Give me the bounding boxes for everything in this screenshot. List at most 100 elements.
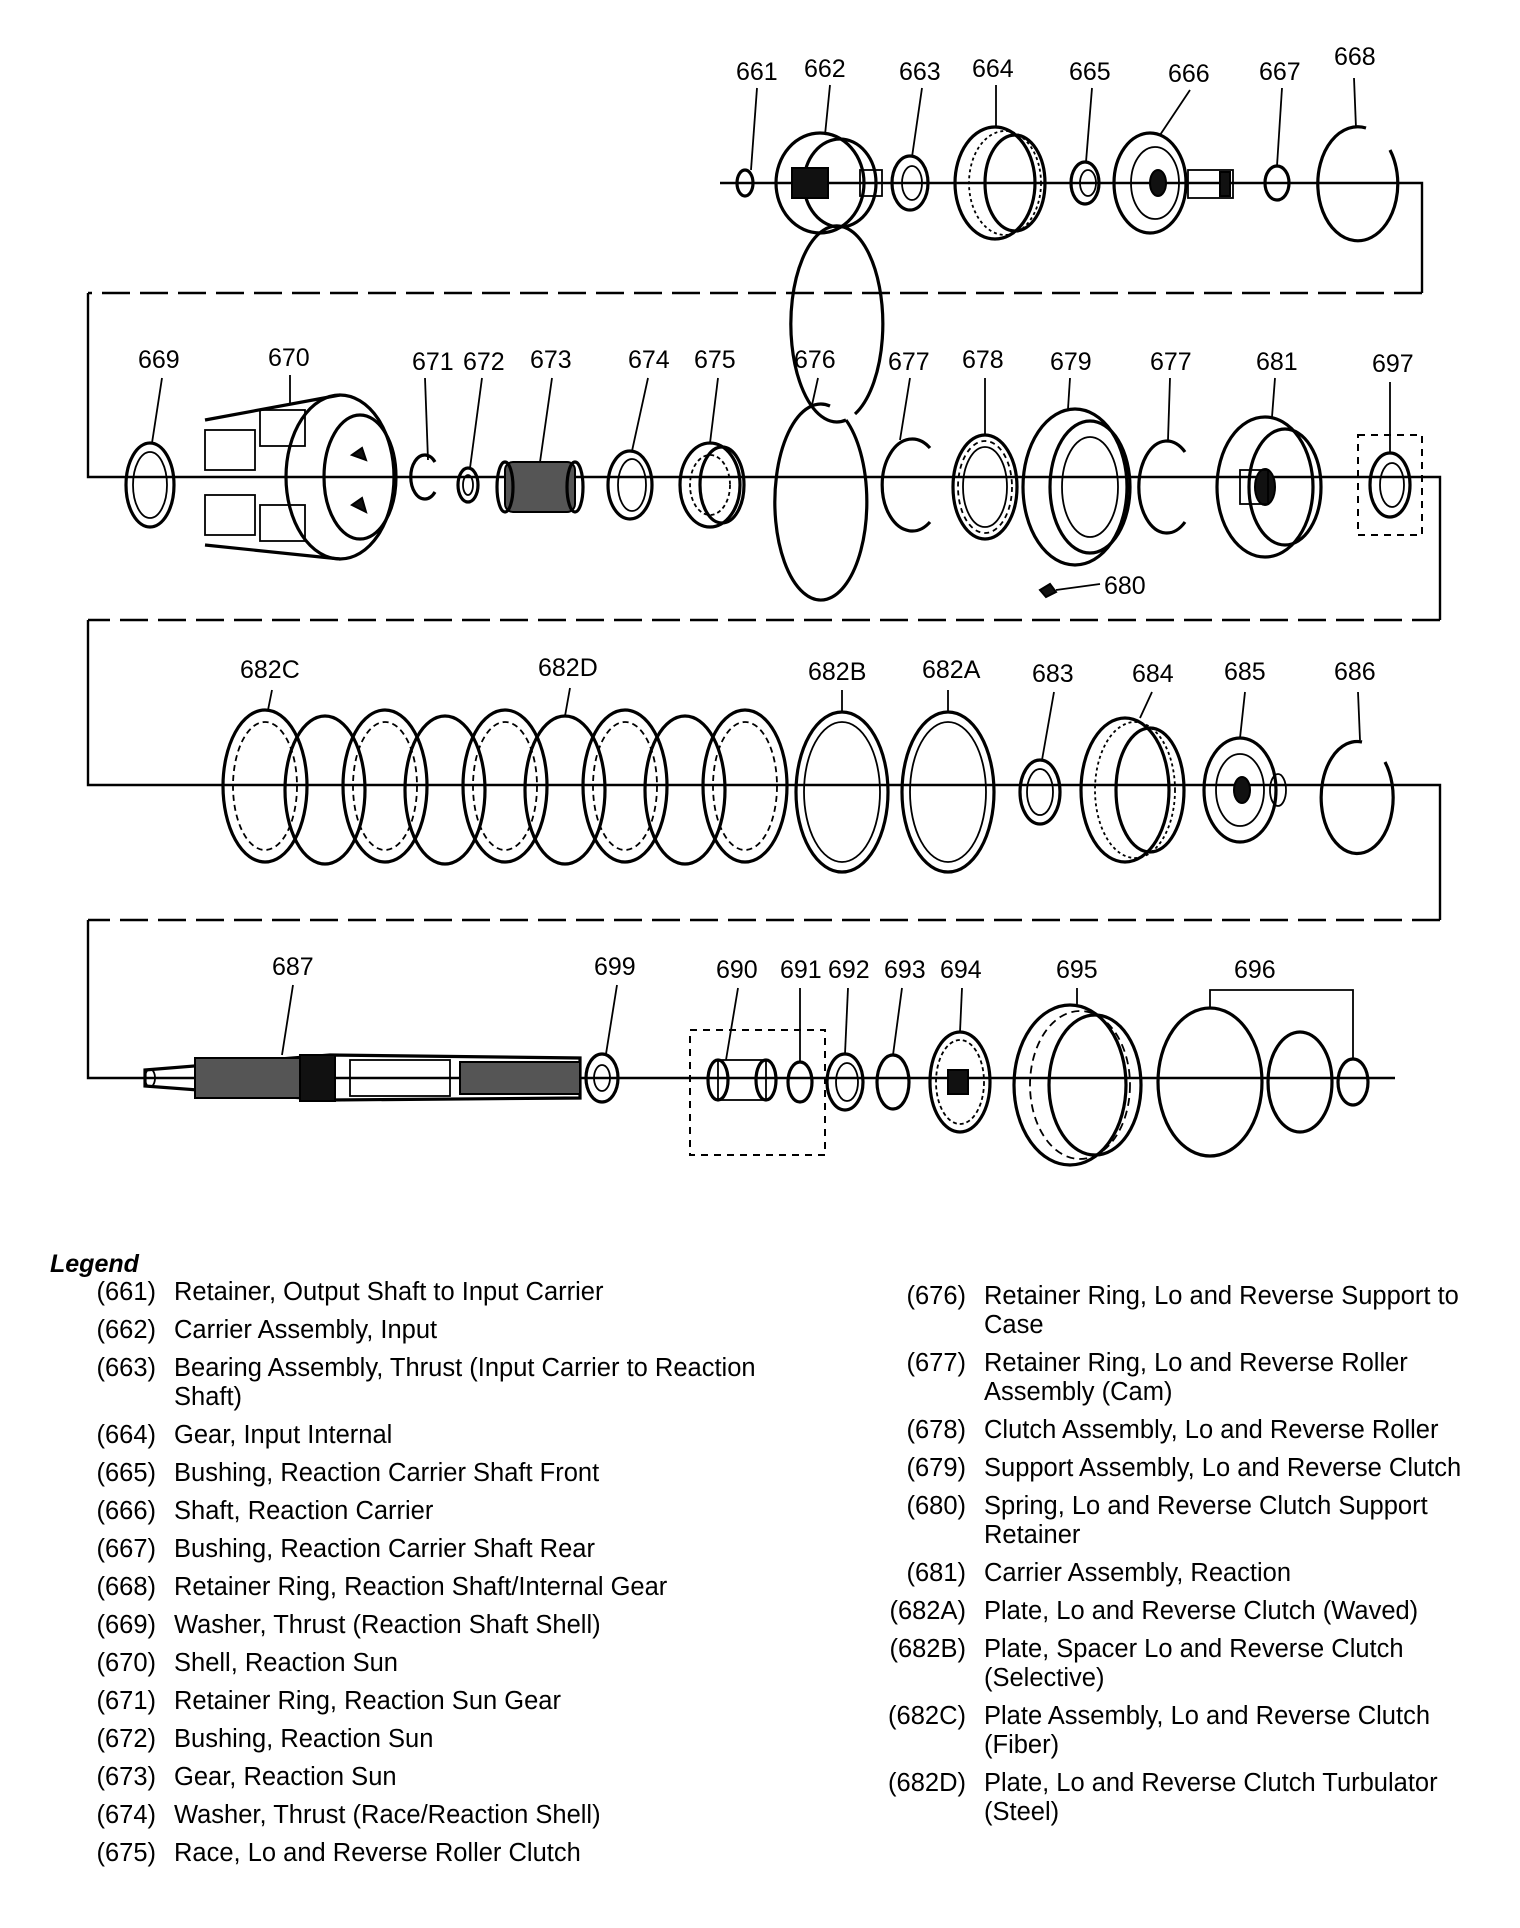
callout-681: 681	[1256, 348, 1298, 376]
callout-685: 685	[1224, 658, 1266, 686]
part-672-bushing	[456, 466, 480, 504]
part-685-assembly	[1202, 736, 1287, 844]
legend-entry-description: Spring, Lo and Reverse Clutch Support Re…	[984, 1492, 1428, 1549]
exploded-view-diagram: 661 662 663 664 665 666 667 668 669 670 …	[86, 43, 1442, 1167]
legend-column-left: (661) Retainer, Output Shaft to Input Car…	[50, 1278, 810, 1877]
callout-690: 690	[716, 956, 758, 984]
part-677-retainer-ring-b	[1137, 439, 1187, 535]
legend-entry: (665) Bushing, Reaction Carrier Shaft Fro…	[50, 1459, 810, 1488]
legend-entry: (680) Spring, Lo and Reverse Clutch Suppo…	[810, 1492, 1490, 1550]
legend-entry-number: (673)	[96, 1763, 156, 1791]
legend-entry: (677)Retainer Ring, Lo and Reverse Rolle…	[810, 1349, 1490, 1407]
callout-669: 669	[138, 346, 180, 374]
callout-692: 692	[828, 956, 870, 984]
legend-entry-description: Plate, Lo and Reverse Clutch (Waved)	[984, 1597, 1419, 1625]
legend-entry: (671)Retainer Ring, Reaction Sun Gear	[50, 1687, 810, 1716]
legend-entry-number: (678)	[906, 1416, 966, 1444]
callout-668: 668	[1334, 43, 1376, 71]
legend-entry-number: (662)	[96, 1316, 156, 1344]
legend-entry-number: (675)	[96, 1839, 156, 1867]
legend-entry-number: (663)	[96, 1354, 156, 1382]
legend-entry: (681)Carrier Assembly, Reaction	[810, 1559, 1490, 1588]
part-668-retainer-ring	[1316, 125, 1400, 243]
legend-entry: (679) Support Assembly, Lo and Reverse Cl…	[810, 1454, 1490, 1483]
callout-691: 691	[780, 956, 822, 984]
legend-entry-number: (664)	[96, 1421, 156, 1449]
legend-entry-number: (677)	[906, 1349, 966, 1377]
part-678-roller-clutch	[951, 433, 1019, 541]
part-692-bushing	[825, 1052, 865, 1112]
legend-entry: (670)Shell, Reaction Sun	[50, 1649, 810, 1678]
callout-686: 686	[1334, 658, 1376, 686]
legend-entry: (662) Carrier Assembly, Input	[50, 1316, 810, 1345]
legend-entry-description: Support Assembly, Lo and Reverse Clutch	[984, 1454, 1462, 1482]
legend-entry-description: Gear, Input Internal	[174, 1421, 393, 1449]
legend-entry-number: (671)	[96, 1687, 156, 1715]
callout-682A: 682A	[922, 656, 981, 684]
legend-entry-number: (669)	[96, 1611, 156, 1639]
callout-676: 676	[794, 346, 836, 374]
legend-entry-description: Carrier Assembly, Reaction	[984, 1559, 1292, 1587]
callout-667: 667	[1259, 58, 1301, 86]
callout-671: 671	[412, 348, 454, 376]
legend-entry: (661) Retainer, Output Shaft to Input Car…	[50, 1278, 810, 1307]
callout-696: 696	[1234, 956, 1276, 984]
callout-labels: 661 662 663 664 665 666 667 668 669 670 …	[138, 43, 1414, 984]
callout-673: 673	[530, 346, 572, 374]
legend-entry-description: Retainer Ring, Lo and Reverse Support to…	[984, 1282, 1459, 1339]
legend-entry-description: Plate, Spacer Lo and Reverse Clutch (Sel…	[984, 1635, 1404, 1692]
part-683-washer	[1018, 758, 1062, 826]
callout-leader-lines	[151, 77, 1391, 1062]
legend-entry-number: (661)	[96, 1278, 156, 1306]
legend-entry: (672) Bushing, Reaction Sun	[50, 1725, 810, 1754]
callout-699: 699	[594, 953, 636, 981]
legend-entry: (673)Gear, Reaction Sun	[50, 1763, 810, 1792]
legend-entry-description: Retainer, Output Shaft to Input Carrier	[174, 1278, 604, 1306]
assembly-flow-lines	[86, 181, 1442, 1080]
part-687-shaft	[143, 1053, 582, 1102]
callout-695: 695	[1056, 956, 1098, 984]
legend: Legend (661)Retainer, Output Shaft to In…	[50, 1250, 1490, 1890]
part-684-gear	[1079, 716, 1186, 864]
legend-entry: (682A)Plate, Lo and Reverse Clutch (Wave…	[810, 1597, 1490, 1626]
legend-entry: (682C) Plate Assembly, Lo and Reverse Clu…	[810, 1702, 1490, 1760]
part-693-ring	[875, 1053, 911, 1111]
legend-entry-number: (667)	[96, 1535, 156, 1563]
part-674-thrust-washer	[606, 449, 654, 521]
legend-entry-description: Carrier Assembly, Input	[174, 1316, 438, 1344]
callout-679: 679	[1050, 348, 1092, 376]
legend-entry-description: Plate Assembly, Lo and Reverse Clutch (F…	[984, 1702, 1431, 1759]
legend-entry: (675)Race, Lo and Reverse Roller Clutch	[50, 1839, 810, 1868]
legend-entry-number: (674)	[96, 1801, 156, 1829]
legend-column-right: (676)Retainer Ring, Lo and Reverse Suppo…	[810, 1282, 1490, 1836]
part-695-housing	[1012, 1003, 1143, 1167]
part-677-retainer-ring-a	[880, 437, 932, 533]
part-669-thrust-washer	[124, 441, 176, 529]
callout-682D: 682D	[538, 654, 598, 682]
part-663-thrust-bearing	[890, 154, 930, 212]
legend-entry-number: (679)	[906, 1454, 966, 1482]
legend-entry-description: Bushing, Reaction Carrier Shaft Rear	[174, 1535, 595, 1563]
legend-entry: (666)Shaft, Reaction Carrier	[50, 1497, 810, 1526]
clutch-plate-stack	[221, 708, 789, 866]
legend-entry-number: (672)	[96, 1725, 156, 1753]
callout-684: 684	[1132, 660, 1174, 688]
part-696-seals	[1156, 989, 1370, 1158]
legend-entry-description: Retainer Ring, Reaction Shaft/Internal G…	[174, 1573, 668, 1601]
callout-674: 674	[628, 346, 670, 374]
legend-entry-number: (665)	[96, 1459, 156, 1487]
legend-entry: (669)Washer, Thrust (Reaction Shaft Shel…	[50, 1611, 810, 1640]
legend-entry-description: Bushing, Reaction Carrier Shaft Front	[174, 1459, 600, 1487]
legend-entry-number: (680)	[906, 1492, 966, 1520]
part-675-roller-clutch-race	[678, 441, 746, 529]
legend-entry-description: Shaft, Reaction Carrier	[174, 1497, 434, 1525]
part-691-ring	[786, 1060, 814, 1104]
callout-697: 697	[1372, 350, 1414, 378]
callout-680: 680	[1104, 572, 1146, 600]
callout-677-a: 677	[888, 348, 930, 376]
callout-666: 666	[1168, 60, 1210, 88]
legend-entry: (682B)Plate, Spacer Lo and Reverse Clutc…	[810, 1635, 1490, 1693]
legend-entry-description: Bushing, Reaction Sun	[174, 1725, 434, 1753]
legend-entry-number: (682C)	[888, 1702, 966, 1730]
callout-678: 678	[962, 346, 1004, 374]
